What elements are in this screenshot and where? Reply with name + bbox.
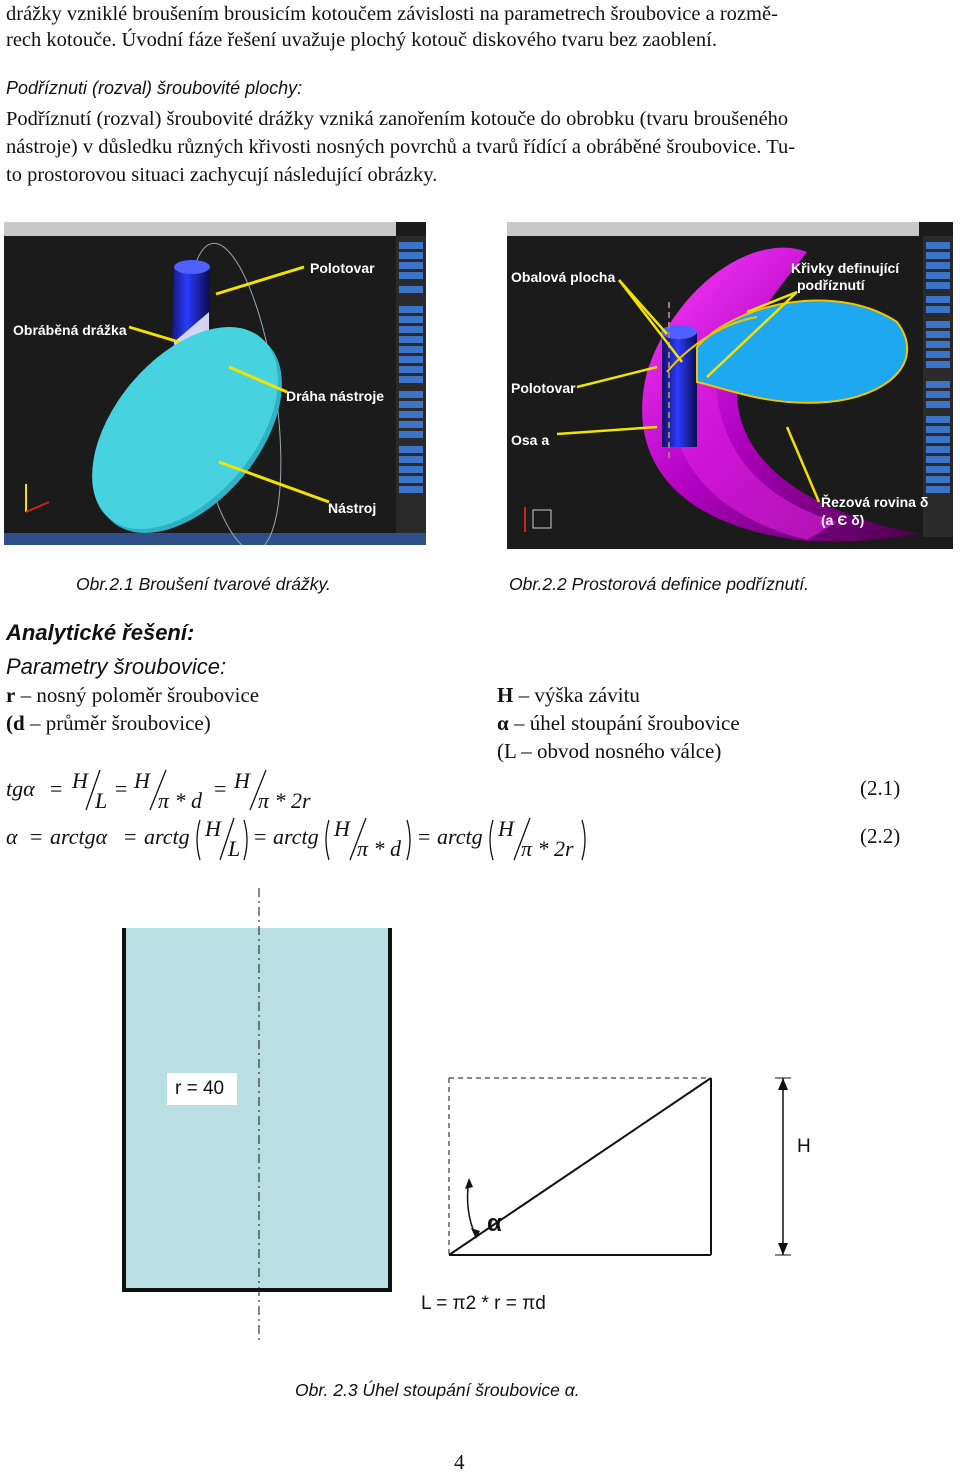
- param-d: (d – průměr šroubovice): [6, 711, 211, 735]
- undercut-scene: [524, 247, 919, 542]
- label-obrabena-drazka: Obráběná drážka: [13, 322, 127, 338]
- label-rezova-rovina-1: Řezová rovina δ: [821, 494, 929, 510]
- cylinder-body: [124, 928, 390, 1290]
- subheading-parametry: Parametry šroubovice:: [6, 654, 227, 679]
- label-polotovar-2: Polotovar: [511, 380, 576, 396]
- label-rezova-rovina-2: (a Є δ): [821, 512, 865, 528]
- section-heading-podriznuti: Podříznuti (rozval) šroubovité plochy:: [6, 78, 303, 98]
- paragraph-line-3: to prostorovou situaci zachycují následu…: [6, 164, 438, 186]
- label-osa-a: Osa a: [511, 432, 550, 448]
- label-polotovar: Polotovar: [310, 260, 375, 276]
- label-L-formula: L = π2 * r = πd: [421, 1293, 546, 1314]
- intro-line-1: drážky vzniklé broušením brousicím kotou…: [6, 3, 778, 25]
- param-L: (L – obvod nosného válce): [497, 739, 722, 763]
- equation-2-1: tgα = H L = H π * d = H π * 2r (2.1): [6, 768, 901, 813]
- equation-number-2-2: (2.2): [860, 824, 901, 848]
- label-krivky-1: Křivky definující: [791, 260, 900, 276]
- label-draha-nastroje: Dráha nástroje: [286, 388, 385, 404]
- figure-undercut-screenshot: Obalová plocha Křivky definující podřízn…: [507, 222, 953, 549]
- paragraph-line-1: Podříznutí (rozval) šroubovité drážky vz…: [6, 108, 789, 130]
- r-label-box: [167, 1073, 237, 1105]
- figure-grinding-screenshot: Polotovar Obráběná drážka Dráha nástroje…: [4, 222, 426, 545]
- intro-line-2: rech kotouče. Úvodní fáze řešení uvažuje…: [6, 29, 717, 51]
- param-H: H – výška závitu: [497, 683, 640, 707]
- label-nastroj: Nástroj: [328, 500, 377, 516]
- undercut-curve-area: [696, 299, 909, 404]
- helix-hypotenuse: [448, 1077, 712, 1256]
- param-alpha: α – úhel stoupání šroubovice: [497, 711, 740, 735]
- page-number: 4: [454, 1450, 465, 1474]
- label-r-value: r = 40: [175, 1078, 225, 1099]
- equation-number-2-1: (2.1): [860, 776, 901, 800]
- section-heading-analyticke: Analytické řešení:: [6, 620, 195, 645]
- label-H: H: [797, 1136, 811, 1157]
- paragraph-line-2: nástroje) v důsledku různých křivosti no…: [6, 136, 796, 158]
- label-krivky-2: podříznutí: [797, 277, 865, 293]
- equation-2-2: α = arctgα = arctg H L = arctg H π * d =…: [6, 816, 901, 861]
- grinding-scene: [25, 242, 330, 545]
- caption-figure-2-1: Obr.2.1 Broušení tvarové drážky.: [76, 574, 331, 594]
- label-obalova-plocha: Obalová plocha: [511, 269, 616, 285]
- figure-helix-angle-diagram: [122, 888, 791, 1340]
- caption-figure-2-3: Obr. 2.3 Úhel stoupání šroubovice α.: [295, 1380, 580, 1400]
- label-alpha: α: [487, 1210, 502, 1237]
- caption-figure-2-2: Obr.2.2 Prostorová definice podříznutí.: [509, 574, 809, 594]
- param-r: r – nosný poloměr šroubovice: [6, 683, 260, 707]
